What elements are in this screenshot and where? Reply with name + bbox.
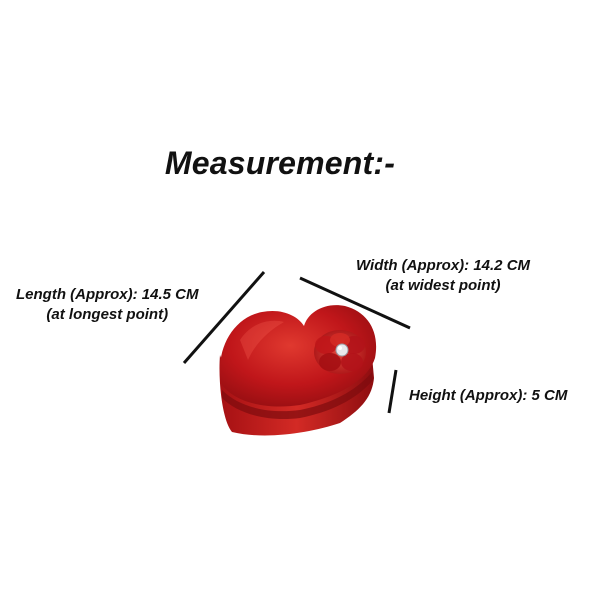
length-note: (at longest point): [46, 306, 169, 323]
length-label: Length (Approx): 14.5 CM (at longest poi…: [16, 285, 199, 325]
height-line: [387, 369, 398, 414]
length-line: [182, 271, 266, 364]
width-line: [299, 276, 411, 330]
box-rim: [222, 372, 373, 420]
height-value: Height (Approx): 5 CM: [409, 387, 568, 404]
measurement-title: Measurement:-: [164, 145, 396, 181]
length-value: Length (Approx): 14.5 CM: [16, 286, 199, 303]
width-note: (at widest point): [385, 277, 501, 294]
height-label: Height (Approx): 5 CM: [409, 386, 567, 406]
flower-decoration: [314, 330, 366, 374]
gem-icon: [335, 343, 349, 357]
width-value: Width (Approx): 14.2 CM: [356, 257, 531, 274]
width-label: Width (Approx): 14.2 CM (at widest point…: [356, 256, 530, 296]
lid-highlight: [240, 320, 284, 360]
